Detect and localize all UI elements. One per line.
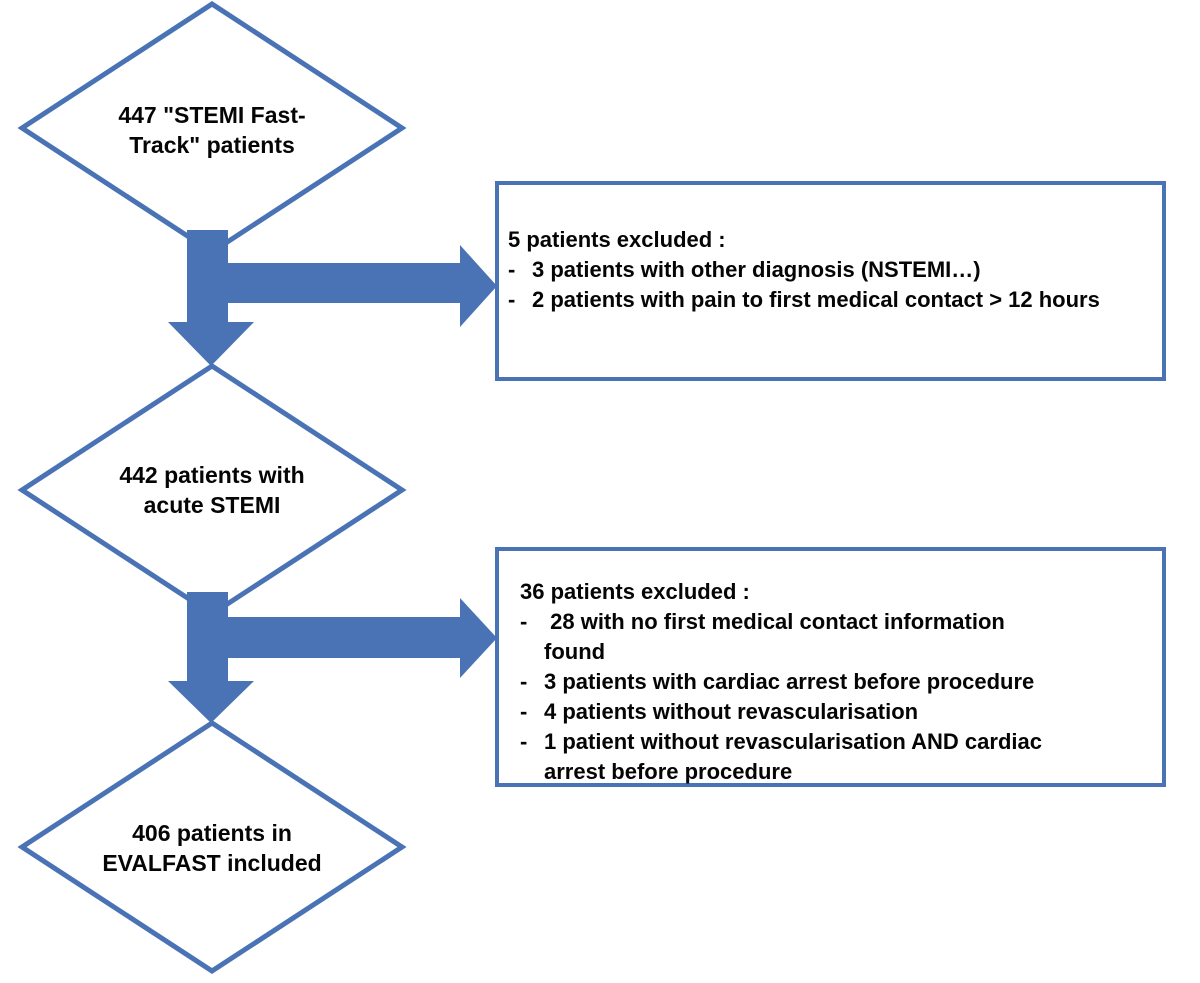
- diamond-label-line: 406 patients in: [132, 820, 292, 846]
- bullet-dash: -: [508, 257, 516, 282]
- exclusion-item: - 28 with no first medical contact infor…: [520, 607, 1150, 667]
- exclusion-box-title: 36 patients excluded :: [520, 579, 750, 604]
- exclusion-item-text: 1 patient without revascularisation AND …: [544, 729, 1042, 784]
- exclusion-item: - 1 patient without revascularisation AN…: [520, 727, 1150, 787]
- diamond-label-line: 442 patients with: [119, 462, 305, 488]
- diamond-label-line: 447 "STEMI Fast-: [118, 102, 306, 128]
- diamond-label-evalfast-included: 406 patients in EVALFAST included: [37, 818, 387, 878]
- diamond-label-line: acute STEMI: [143, 492, 281, 518]
- exclusion-item: - 4 patients without revascularisation: [520, 697, 1150, 727]
- diamond-label-line: EVALFAST included: [102, 850, 322, 876]
- bullet-dash: -: [520, 669, 528, 694]
- diamond-label-line: Track" patients: [129, 132, 295, 158]
- exclusion-item-text: 28 with no first medical contact informa…: [544, 609, 1005, 664]
- exclusion-item: - 2 patients with pain to first medical …: [508, 285, 1150, 315]
- right-arrow-1: [207, 245, 497, 327]
- diamond-label-stemi-fast-track: 447 "STEMI Fast- Track" patients: [37, 100, 387, 160]
- bullet-dash: -: [520, 729, 528, 754]
- right-arrow-2: [207, 598, 497, 678]
- exclusion-item: - 3 patients with other diagnosis (NSTEM…: [508, 255, 1150, 285]
- exclusion-box-2: 36 patients excluded : - 28 with no firs…: [495, 547, 1166, 787]
- exclusion-box-1: 5 patients excluded : - 3 patients with …: [495, 181, 1166, 381]
- exclusion-box-title: 5 patients excluded :: [508, 227, 726, 252]
- exclusion-item: - 3 patients with cardiac arrest before …: [520, 667, 1150, 697]
- diamond-evalfast-included: [17, 720, 407, 974]
- exclusion-item-text: 3 patients with other diagnosis (NSTEMI……: [532, 257, 981, 282]
- exclusion-item-text: 3 patients with cardiac arrest before pr…: [544, 669, 1035, 694]
- exclusion-item-text: 4 patients without revascularisation: [544, 699, 919, 724]
- bullet-dash: -: [508, 287, 516, 312]
- bullet-dash: -: [520, 699, 528, 724]
- diamond-label-acute-stemi: 442 patients with acute STEMI: [37, 460, 387, 520]
- exclusion-item-text: 2 patients with pain to first medical co…: [532, 287, 1100, 312]
- bullet-dash: -: [520, 609, 528, 634]
